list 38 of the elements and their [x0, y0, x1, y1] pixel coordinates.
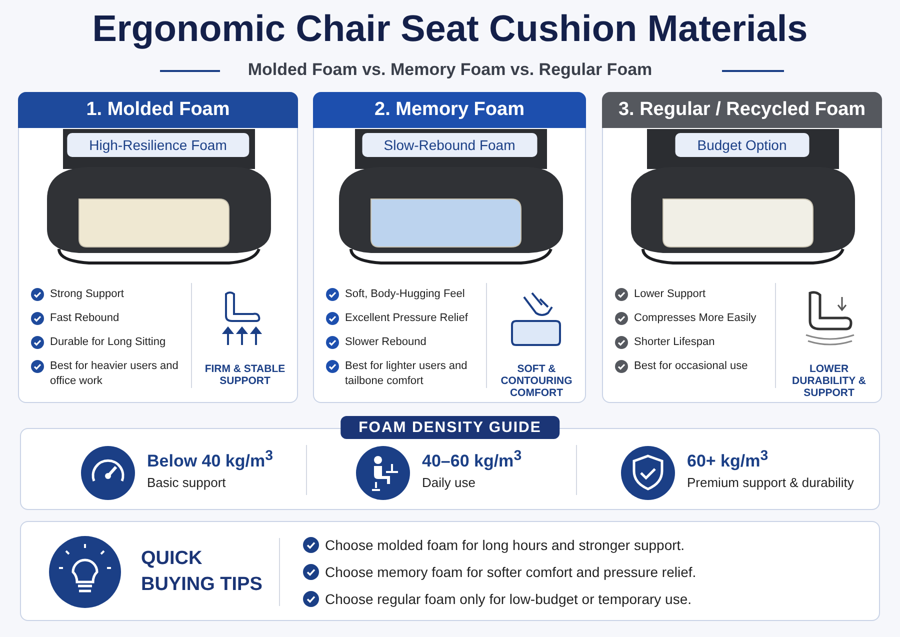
bullet-text: Lower Support	[634, 287, 706, 302]
card-heading: 1. Molded Foam	[18, 92, 298, 128]
tip-text: Choose memory foam for softer comfort and pressure relief.	[325, 563, 696, 581]
bullet-text: Durable for Long Sitting	[50, 335, 166, 350]
density-description: Daily use	[422, 475, 476, 490]
caption-text: FIRM & STABLE SUPPORT	[204, 363, 286, 387]
bullet-text: Best for heavier users and office work	[50, 359, 180, 389]
subtitle: Molded Foam vs. Memory Foam vs. Regular Foam	[246, 60, 654, 80]
tip-text: Choose regular foam only for low-budget or temporary use.	[325, 590, 692, 608]
foam-card	[313, 92, 586, 403]
density-description: Basic support	[147, 475, 226, 490]
bullet-text: Fast Rebound	[50, 311, 120, 326]
bullet-text: Best for lighter users and tailbone comfort	[345, 359, 468, 389]
subtitle-tag: Slow-Rebound Foam	[362, 133, 538, 157]
bullet-text: Soft, Body-Hugging Feel	[345, 287, 465, 302]
section-heading: QUICK BUYING TIPS	[141, 547, 264, 597]
subtitle-tag: High-Resilience Foam	[67, 133, 249, 157]
title: Ergonomic Chair Seat Cushion Materials	[91, 8, 809, 50]
caption-text: SOFT & CONTOURING COMFORT	[500, 363, 574, 399]
caption-text: LOWER DURABILITY & SUPPORT	[791, 363, 867, 399]
density-value: Below 40 kg/m$^{3}$	[147, 448, 273, 472]
bullet-text: Shorter Lifespan	[634, 335, 715, 350]
bullet-text: Best for occasional use	[634, 359, 748, 374]
bullet-text: Compresses More Easily	[634, 311, 756, 326]
bullet-text: Excellent Pressure Relief	[345, 311, 468, 326]
density-value: 60+ kg/m$^{3}$	[687, 448, 768, 472]
foam-card	[18, 92, 298, 403]
section-heading: FOAM DENSITY GUIDE	[340, 416, 560, 439]
tips-panel	[20, 521, 880, 621]
card-heading: 3. Regular / Recycled Foam	[602, 92, 882, 128]
card-heading: 2. Memory Foam	[313, 92, 586, 128]
density-value: 40–60 kg/m$^{3}$	[422, 448, 522, 472]
foam-card	[602, 92, 882, 403]
subtitle-tag: Budget Option	[675, 133, 809, 157]
bullet-text: Strong Support	[50, 287, 124, 302]
tip-text: Choose molded foam for long hours and stronger support.	[325, 536, 685, 554]
bullet-text: Slower Rebound	[345, 335, 426, 350]
density-description: Premium support & durability	[687, 475, 854, 490]
